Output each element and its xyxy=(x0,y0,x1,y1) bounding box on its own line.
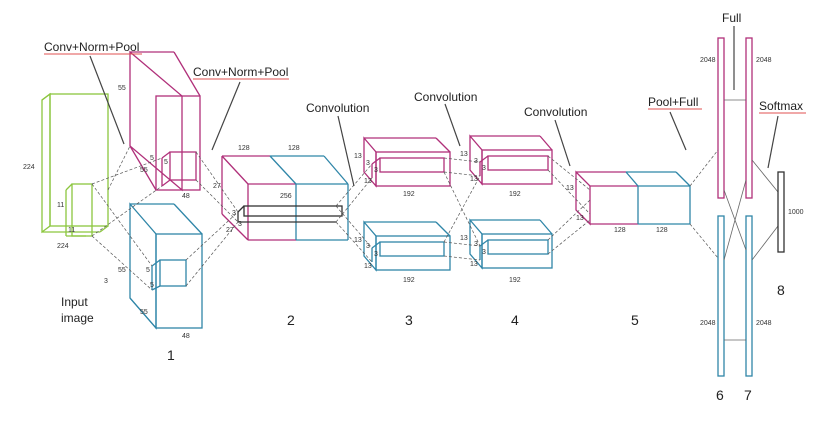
layer2-volume xyxy=(221,155,349,241)
label-convolution-5: Convolution xyxy=(524,105,587,119)
l1-bottom-depth-label: 48 xyxy=(182,333,190,340)
l5-d2: 128 xyxy=(656,227,668,234)
l1-bottom-width-label: 55 xyxy=(140,309,148,316)
layer4-bottom-volume xyxy=(469,218,553,270)
label-pool-full: Pool+Full xyxy=(648,95,698,109)
l1-bottom-kernel-a: 5 xyxy=(146,267,150,274)
label-full: Full xyxy=(722,11,741,25)
label-conv-norm-pool-1: Conv+Norm+Pool xyxy=(44,40,139,54)
l5-d1: 128 xyxy=(614,227,626,234)
l1-top-width-label: 55 xyxy=(140,167,148,174)
layer-number-6: 6 xyxy=(716,387,724,403)
label-convolution-3: Convolution xyxy=(306,101,369,115)
l1-bottom-kernel-b: 5 xyxy=(150,282,154,289)
l4-bottom-h: 13 xyxy=(460,235,468,242)
l4-top-d: 192 xyxy=(509,191,521,198)
layer3-bottom-volume xyxy=(363,220,451,272)
fc-layers xyxy=(717,37,779,377)
layer-number-4: 4 xyxy=(511,312,519,328)
l3-bottom-k1: 3 xyxy=(366,243,370,250)
l2-kernel-a: 3 xyxy=(232,210,236,217)
input-label-line2: image xyxy=(61,311,94,325)
layer-number-8: 8 xyxy=(777,282,785,298)
l3-bottom-h: 13 xyxy=(354,237,362,244)
l4-top-h: 13 xyxy=(460,151,468,158)
layer1-top-volume xyxy=(129,50,201,192)
l2-kernel-b: 3 xyxy=(238,221,242,228)
l1-top-depth-label: 48 xyxy=(182,193,190,200)
l3-bottom-w: 13 xyxy=(364,263,372,270)
label-softmax: Softmax xyxy=(759,99,803,113)
layer4-top-volume xyxy=(469,134,553,186)
l3-top-k1: 3 xyxy=(366,160,370,167)
l3-top-h: 13 xyxy=(354,153,362,160)
fc7-top-label: 2048 xyxy=(756,57,772,64)
l1-bottom-height-label: 55 xyxy=(118,267,126,274)
l1-top-kernel-b: 5 xyxy=(164,159,168,166)
softmax-output xyxy=(777,171,785,253)
l3-top-w: 13 xyxy=(364,178,372,185)
l2-depth-b-label: 128 xyxy=(288,145,300,152)
l2-height-label: 27 xyxy=(213,183,221,190)
l3-top-d: 192 xyxy=(403,191,415,198)
l3-bottom-k2: 3 xyxy=(374,251,378,258)
l2-256-label: 256 xyxy=(280,193,292,200)
dashed-connections xyxy=(91,145,719,291)
l4-bottom-k1: 3 xyxy=(474,241,478,248)
l5-w: 13 xyxy=(576,215,584,222)
fc7-bottom-label: 2048 xyxy=(756,320,772,327)
l4-top-w: 13 xyxy=(470,176,478,183)
l1-top-kernel-a: 5 xyxy=(150,155,154,162)
l4-bottom-k2: 3 xyxy=(482,249,486,256)
input-image-volume xyxy=(41,92,109,237)
input-depth-label: 3 xyxy=(104,278,108,285)
input-height-label: 224 xyxy=(23,164,35,171)
output-size-label: 1000 xyxy=(788,209,804,216)
l5-h: 13 xyxy=(566,185,574,192)
l4-bottom-d: 192 xyxy=(509,277,521,284)
fc6-bottom-label: 2048 xyxy=(700,320,716,327)
l2-width-label: 27 xyxy=(226,227,234,234)
label-convolution-4: Convolution xyxy=(414,90,477,104)
layer3-top-volume xyxy=(363,136,451,188)
label-conv-norm-pool-2: Conv+Norm+Pool xyxy=(193,65,288,79)
layer-number-3: 3 xyxy=(405,312,413,328)
layer1-bottom-volume xyxy=(129,202,203,330)
l3-bottom-d: 192 xyxy=(403,277,415,284)
input-width-label: 224 xyxy=(57,243,69,250)
l2-depth-a-label: 128 xyxy=(238,145,250,152)
l1-top-height-label: 55 xyxy=(118,85,126,92)
input-kernel-w-label: 11 xyxy=(68,227,75,234)
fc6-top-label: 2048 xyxy=(700,57,716,64)
input-label-line1: Input xyxy=(61,295,88,309)
layer-number-2: 2 xyxy=(287,312,295,328)
layer-number-1: 1 xyxy=(167,347,175,363)
layer-number-5: 5 xyxy=(631,312,639,328)
input-kernel-h-label: 11 xyxy=(57,202,64,209)
l4-bottom-w: 13 xyxy=(470,261,478,268)
l4-top-k2: 3 xyxy=(482,165,486,172)
layer-number-7: 7 xyxy=(744,387,752,403)
layer5-volume xyxy=(575,170,691,226)
l3-top-k2: 3 xyxy=(374,167,378,174)
